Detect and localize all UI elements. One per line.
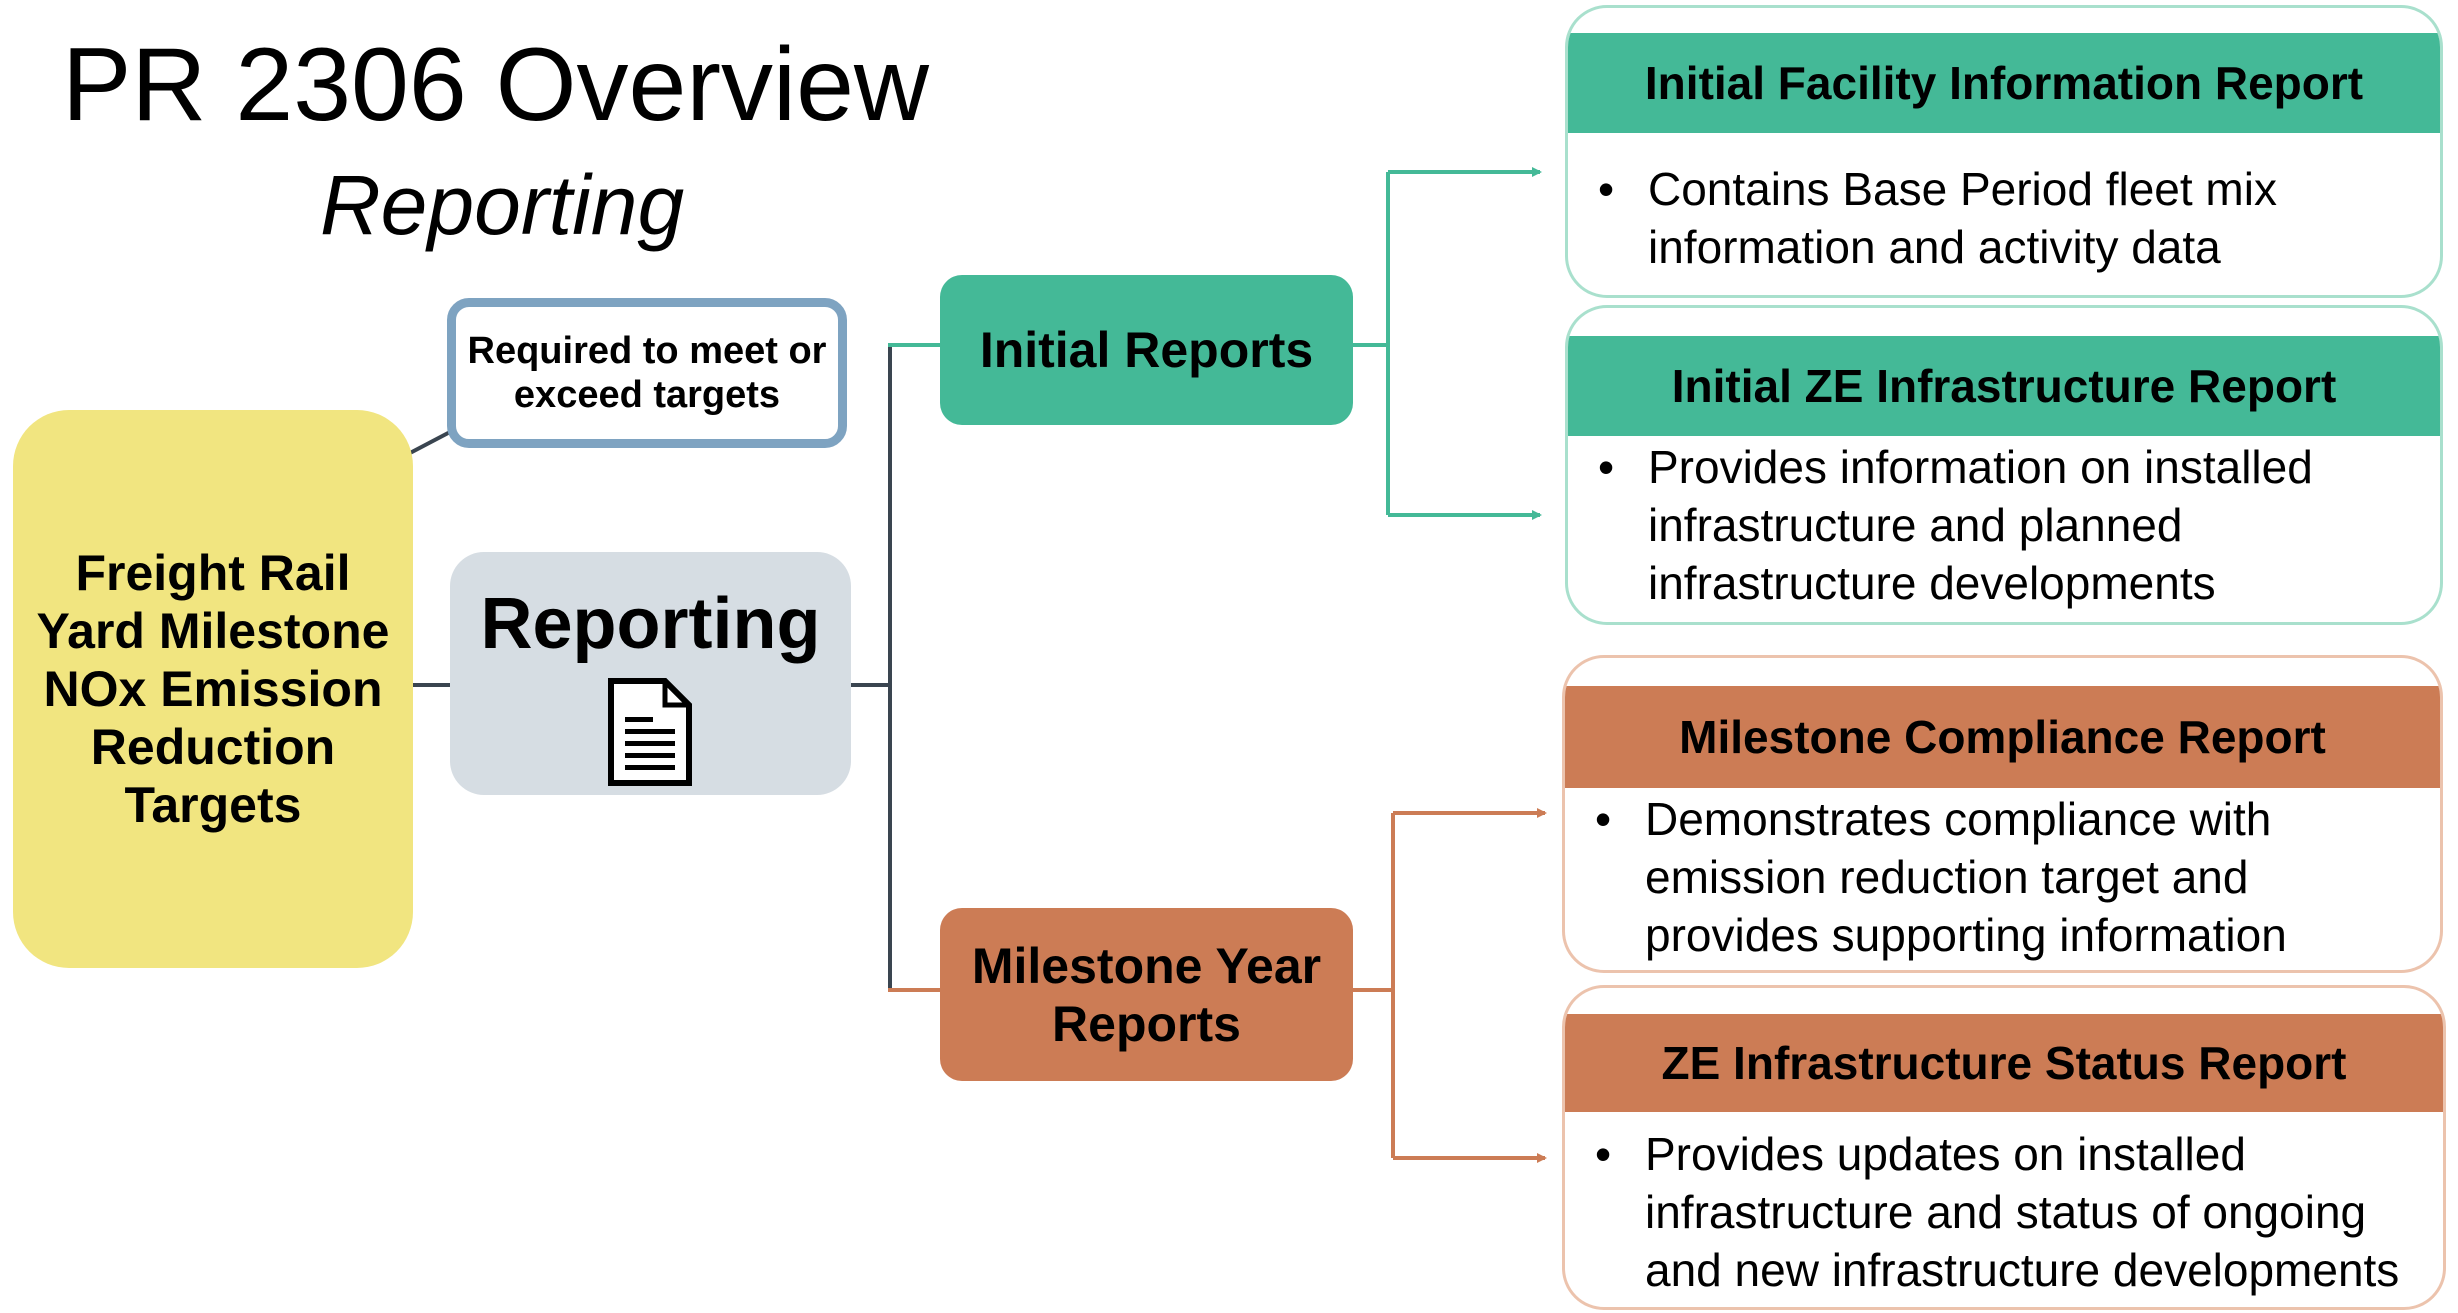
card-line: Provides updates on installed [1645, 1128, 2246, 1180]
bullet-icon: • [1598, 441, 1615, 493]
note-box: Required to meet or exceed targets [447, 298, 847, 448]
milestone-year-reports-node: Milestone Year Reports [940, 908, 1353, 1081]
initial-reports-label: Initial Reports [979, 322, 1314, 378]
note-text: Required to meet or exceed targets [467, 330, 827, 416]
card-line: emission reduction target and [1645, 851, 2249, 903]
card-line: Contains Base Period fleet mix [1648, 163, 2277, 215]
card-line: information and activity data [1648, 221, 2221, 273]
bullet-icon: • [1598, 163, 1615, 215]
document-icon [608, 678, 692, 786]
milestone-year-reports-label: Milestone Year Reports [971, 937, 1322, 1052]
page-title: PR 2306 Overview [62, 27, 930, 143]
ze-infrastructure-status-report-card: ZE Infrastructure Status Report • Provid… [1562, 985, 2446, 1310]
root-node: Freight Rail Yard Milestone NOx Emission… [13, 410, 413, 968]
hub-node: Reporting [450, 552, 851, 795]
bullet-icon: • [1595, 793, 1612, 845]
card-line: infrastructure developments [1648, 557, 2216, 609]
initial-reports-node: Initial Reports [940, 275, 1353, 425]
card-title: ZE Infrastructure Status Report [1565, 1014, 2443, 1112]
hub-label: Reporting [480, 584, 821, 664]
milestone-compliance-report-card: Milestone Compliance Report • Demonstrat… [1562, 655, 2443, 973]
card-line: and new infrastructure developments [1645, 1244, 2400, 1296]
card-line: Demonstrates compliance with [1645, 793, 2272, 845]
initial-ze-infrastructure-report-card: Initial ZE Infrastructure Report • Provi… [1565, 305, 2443, 625]
root-node-label: Freight Rail Yard Milestone NOx Emission… [36, 545, 390, 833]
card-title: Initial Facility Information Report [1568, 33, 2440, 133]
card-title: Initial ZE Infrastructure Report [1568, 336, 2440, 436]
bullet-icon: • [1595, 1128, 1612, 1180]
card-line: infrastructure and planned [1648, 499, 2183, 551]
initial-facility-report-card: Initial Facility Information Report • Co… [1565, 5, 2443, 298]
page-subtitle: Reporting [320, 158, 685, 252]
note-connector [409, 430, 451, 455]
card-line: Provides information on installed [1648, 441, 2313, 493]
card-line: infrastructure and status of ongoing [1645, 1186, 2367, 1238]
card-line: provides supporting information [1645, 909, 2287, 961]
card-title: Milestone Compliance Report [1565, 686, 2440, 788]
